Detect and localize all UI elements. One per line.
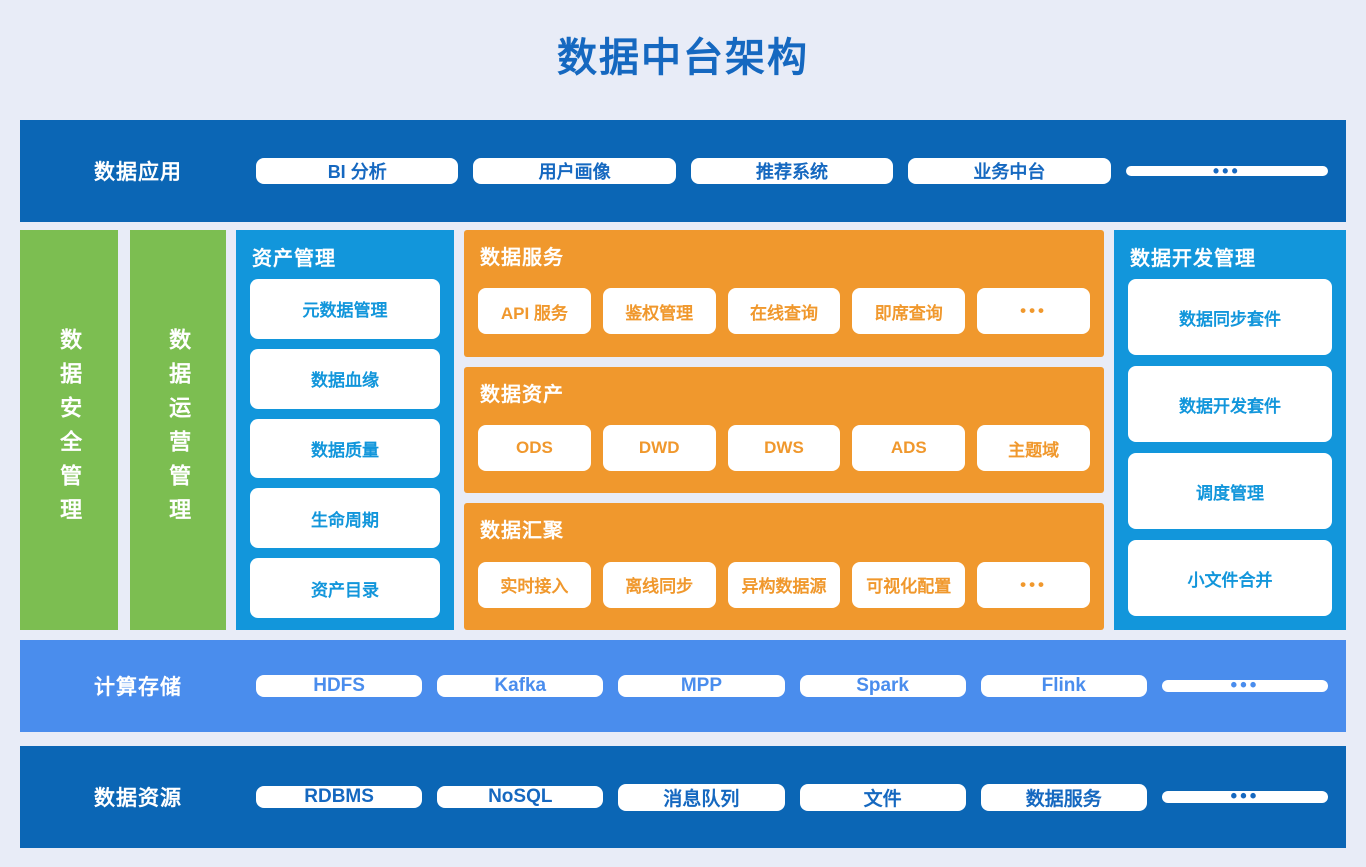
card-message-queue[interactable]: 消息队列 bbox=[618, 783, 785, 811]
row-label-compute-storage: 计算存储 bbox=[94, 676, 182, 699]
card-hdfs[interactable]: HDFS bbox=[256, 675, 423, 697]
card-data-service-resource[interactable]: 数据服务 bbox=[980, 783, 1147, 811]
panel-data-asset: 数据资产 ODS DWD DWS ADS 主题域 bbox=[464, 366, 1104, 494]
panel-data-aggregation: 数据汇聚 实时接入 离线同步 异构数据源 可视化配置 ••• bbox=[464, 503, 1104, 631]
row-compute-storage: 计算存储 HDFS Kafka MPP Spark Flink ••• bbox=[20, 640, 1346, 732]
card-more-data-aggregation[interactable]: ••• bbox=[977, 561, 1090, 608]
card-more-data-service[interactable]: ••• bbox=[977, 288, 1090, 335]
card-bi-analysis[interactable]: BI 分析 bbox=[256, 158, 459, 184]
data-asset-card-row: ODS DWD DWS ADS 主题域 bbox=[478, 415, 1090, 482]
card-offline-sync[interactable]: 离线同步 bbox=[602, 561, 716, 608]
compute-storage-card-row: HDFS Kafka MPP Spark Flink ••• bbox=[256, 648, 1329, 724]
card-data-quality[interactable]: 数据质量 bbox=[250, 418, 440, 479]
panel-title-data-development-management: 数据开发管理 bbox=[1130, 248, 1256, 270]
card-data-sync-suite[interactable]: 数据同步套件 bbox=[1128, 279, 1332, 355]
card-spark[interactable]: Spark bbox=[799, 675, 966, 697]
card-kafka[interactable]: Kafka bbox=[437, 675, 604, 697]
middle-zone: 数据安全管理 数据运营管理 资产管理 元数据管理 数据血缘 数据质量 生命周期 … bbox=[20, 230, 1346, 631]
panel-asset-management: 资产管理 元数据管理 数据血缘 数据质量 生命周期 资产目录 bbox=[236, 230, 454, 630]
card-metadata-management[interactable]: 元数据管理 bbox=[250, 279, 440, 339]
column-label-data-security-management: 数据安全管理 bbox=[57, 328, 83, 532]
page-title: 数据中台架构 bbox=[557, 36, 809, 80]
panel-data-service: 数据服务 API 服务 鉴权管理 在线查询 即席查询 ••• bbox=[464, 230, 1104, 357]
card-recommendation-system[interactable]: 推荐系统 bbox=[690, 158, 894, 184]
data-application-card-row: BI 分析 用户画像 推荐系统 业务中台 ••• bbox=[256, 129, 1329, 213]
card-auth-management[interactable]: 鉴权管理 bbox=[602, 288, 716, 335]
card-schedule-management[interactable]: 调度管理 bbox=[1128, 453, 1332, 529]
data-resource-card-row: RDBMS NoSQL 消息队列 文件 数据服务 ••• bbox=[256, 755, 1329, 839]
card-lifecycle[interactable]: 生命周期 bbox=[250, 488, 440, 549]
data-aggregation-card-row: 实时接入 离线同步 异构数据源 可视化配置 ••• bbox=[478, 551, 1090, 618]
data-service-card-row: API 服务 鉴权管理 在线查询 即席查询 ••• bbox=[478, 278, 1090, 345]
column-data-operation-management: 数据运营管理 bbox=[130, 230, 226, 630]
card-realtime-ingestion[interactable]: 实时接入 bbox=[478, 561, 591, 608]
row-label-data-resource: 数据资源 bbox=[94, 787, 182, 810]
panel-title-asset-management: 资产管理 bbox=[252, 248, 336, 270]
card-file[interactable]: 文件 bbox=[799, 783, 966, 811]
card-more-applications[interactable]: ••• bbox=[1125, 162, 1329, 179]
card-asset-catalog[interactable]: 资产目录 bbox=[250, 558, 440, 618]
card-flink[interactable]: Flink bbox=[980, 675, 1147, 697]
card-rdbms[interactable]: RDBMS bbox=[256, 786, 423, 808]
card-data-lineage[interactable]: 数据血缘 bbox=[250, 348, 440, 409]
orange-panel-stack: 数据服务 API 服务 鉴权管理 在线查询 即席查询 ••• 数据资产 ODS … bbox=[464, 230, 1104, 631]
panel-data-development-management: 数据开发管理 数据同步套件 数据开发套件 调度管理 小文件合并 bbox=[1114, 230, 1346, 630]
card-more-compute-storage[interactable]: ••• bbox=[1161, 676, 1329, 696]
column-label-data-operation-management: 数据运营管理 bbox=[166, 328, 192, 532]
card-ods[interactable]: ODS bbox=[478, 425, 591, 471]
asset-management-item-stack: 元数据管理 数据血缘 数据质量 生命周期 资产目录 bbox=[250, 279, 440, 618]
card-business-middle-platform[interactable]: 业务中台 bbox=[908, 158, 1111, 184]
card-dws[interactable]: DWS bbox=[727, 425, 841, 471]
card-data-development-suite[interactable]: 数据开发套件 bbox=[1128, 366, 1332, 442]
card-ads[interactable]: ADS bbox=[852, 425, 966, 471]
panel-title-data-service: 数据服务 bbox=[480, 247, 564, 269]
card-user-profile[interactable]: 用户画像 bbox=[473, 158, 676, 184]
card-visual-configuration[interactable]: 可视化配置 bbox=[852, 561, 966, 608]
column-data-security-management: 数据安全管理 bbox=[20, 230, 118, 630]
card-subject-domain[interactable]: 主题域 bbox=[977, 425, 1090, 471]
row-data-resource: 数据资源 RDBMS NoSQL 消息队列 文件 数据服务 ••• bbox=[20, 746, 1346, 848]
card-online-query[interactable]: 在线查询 bbox=[727, 288, 841, 335]
panel-title-data-aggregation: 数据汇聚 bbox=[480, 520, 564, 543]
card-nosql[interactable]: NoSQL bbox=[437, 786, 604, 808]
card-mpp[interactable]: MPP bbox=[618, 675, 785, 697]
card-heterogeneous-data-source[interactable]: 异构数据源 bbox=[727, 561, 841, 608]
card-adhoc-query[interactable]: 即席查询 bbox=[852, 288, 966, 335]
panel-title-data-asset: 数据资产 bbox=[480, 383, 564, 406]
card-api-service[interactable]: API 服务 bbox=[478, 288, 591, 335]
row-label-data-application: 数据应用 bbox=[94, 161, 182, 184]
card-small-file-merge[interactable]: 小文件合并 bbox=[1128, 540, 1332, 616]
dev-management-item-stack: 数据同步套件 数据开发套件 调度管理 小文件合并 bbox=[1128, 279, 1332, 616]
row-data-application: 数据应用 BI 分析 用户画像 推荐系统 业务中台 ••• bbox=[20, 120, 1346, 222]
card-more-data-resource[interactable]: ••• bbox=[1161, 787, 1329, 807]
card-dwd[interactable]: DWD bbox=[602, 425, 716, 471]
